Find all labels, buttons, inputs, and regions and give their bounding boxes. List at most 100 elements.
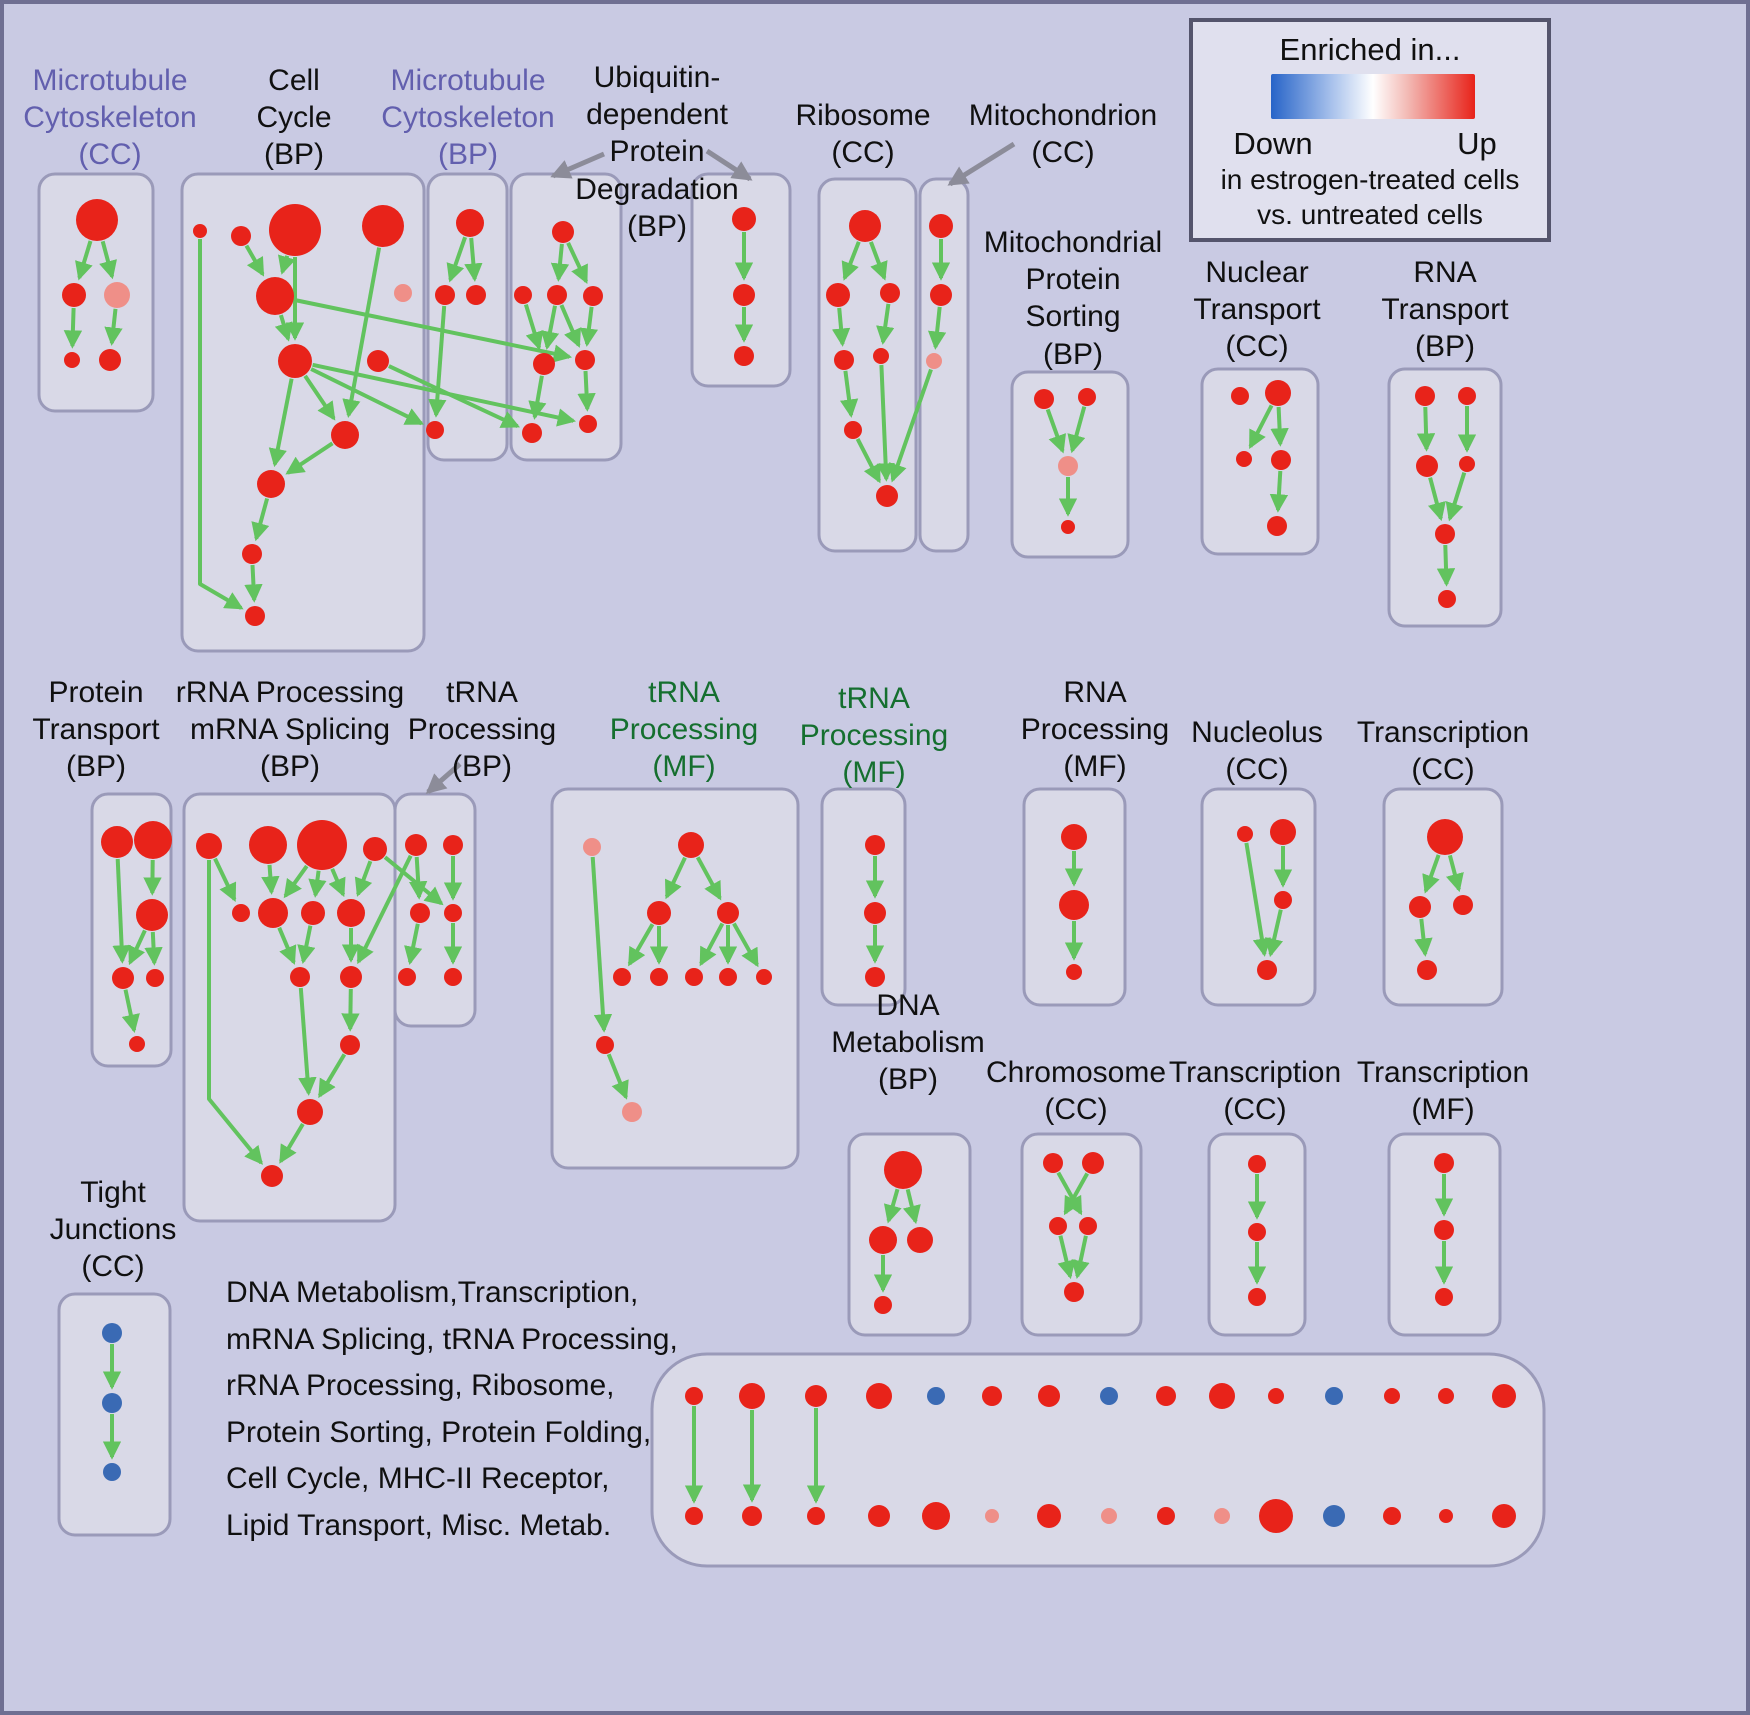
go-edge-cc5-cc7 <box>274 314 293 342</box>
label-pointer-arrow-3 <box>947 141 1016 187</box>
go-node-cc8 <box>367 350 389 372</box>
go-node-r3 <box>880 283 900 303</box>
go-node-b4 <box>444 904 462 922</box>
go-edge-p1-p3 <box>1045 408 1066 454</box>
cluster-box-trna-processing-mf-2 <box>820 787 907 1007</box>
go-edge-cc5-u6 <box>294 298 573 363</box>
go-node-y1 <box>1248 1155 1266 1173</box>
go-node-f1 <box>1061 824 1087 850</box>
go-node-b5 <box>398 968 416 986</box>
go-edge-q6-q9 <box>277 926 297 965</box>
go-node-u1 <box>552 221 574 243</box>
go-node-j1 <box>102 1323 122 1343</box>
go-node-wb8 <box>1101 1508 1117 1524</box>
go-node-h4 <box>1079 1217 1097 1235</box>
go-edge-cc11-cc12 <box>244 564 263 603</box>
go-node-cc2 <box>231 226 251 246</box>
go-edge-cc3-cc5 <box>277 254 296 275</box>
go-node-wb15 <box>1492 1504 1516 1528</box>
go-node-mc5 <box>99 349 121 371</box>
label-pointer-arrow-1 <box>550 151 605 179</box>
go-node-wb9 <box>1157 1507 1175 1525</box>
go-node-wt4 <box>866 1383 892 1409</box>
go-edge-q3-q8 <box>328 868 346 898</box>
go-node-pt4 <box>112 967 134 989</box>
go-edge-n2-n4 <box>1270 406 1289 447</box>
go-edge-r6-r7 <box>855 437 881 484</box>
go-node-cc4 <box>362 205 404 247</box>
go-edge-u5-u7 <box>528 375 547 420</box>
go-node-x3 <box>1453 895 1473 915</box>
go-node-cc3 <box>269 204 321 256</box>
go-node-wt11 <box>1268 1388 1284 1404</box>
go-node-q8 <box>337 899 365 927</box>
go-edge-q3-q7 <box>308 870 327 898</box>
go-edge-h3-h5 <box>1057 1235 1076 1280</box>
cluster-box-rrna-processing-mrna-splicing-bp <box>182 792 397 1223</box>
go-node-d2 <box>869 1226 897 1254</box>
go-edge-r1-r3 <box>869 241 888 281</box>
go-edge-cc8-u7 <box>388 364 521 429</box>
go-edge-x2-x4 <box>1414 918 1433 957</box>
go-edge-q3-q6 <box>283 864 309 899</box>
go-node-p4 <box>1061 520 1075 534</box>
label-pointer-arrow-4 <box>425 762 462 794</box>
go-node-h1 <box>1043 1153 1063 1173</box>
go-edge-cc7-cc10 <box>268 378 294 468</box>
go-network-diagram <box>37 141 1546 1568</box>
go-edge-g4-g7 <box>699 922 725 967</box>
go-edge-g2-g4 <box>695 856 722 901</box>
go-node-d3 <box>907 1227 933 1253</box>
go-node-pt6 <box>129 1036 145 1052</box>
go-node-p1 <box>1034 389 1054 409</box>
cluster-box-rna-transport-bp <box>1387 367 1503 628</box>
go-node-pt1 <box>101 826 133 858</box>
go-edge-q7-q9 <box>297 925 316 965</box>
go-node-cc9 <box>331 421 359 449</box>
legend-up-label: Up <box>1457 126 1497 161</box>
go-edge-q10-q11 <box>341 988 360 1032</box>
cluster-box-chromosome-cc <box>1020 1132 1143 1337</box>
go-edge-b1-b3 <box>408 856 428 900</box>
go-node-z2 <box>1434 1220 1454 1240</box>
go-node-wt8 <box>1100 1387 1118 1405</box>
go-node-q4 <box>363 837 387 861</box>
go-edge-cc9-cc10 <box>285 441 334 475</box>
go-node-cc11 <box>242 544 262 564</box>
cluster-box-microtubule-bp <box>426 172 509 462</box>
go-node-cc7 <box>278 344 312 378</box>
go-edge-mc2-mc4 <box>63 307 83 349</box>
go-node-n2 <box>1265 380 1291 406</box>
go-node-h2 <box>1082 1152 1104 1174</box>
go-node-u8 <box>579 415 597 433</box>
go-edge-r4-r6 <box>839 370 859 418</box>
go-edge-u3-u5 <box>540 305 560 351</box>
go-edge-g2-g3 <box>664 856 687 900</box>
go-node-u7 <box>522 423 542 443</box>
go-node-wt10 <box>1209 1383 1235 1409</box>
legend-down-label: Down <box>1233 126 1313 161</box>
go-node-j3 <box>103 1463 121 1481</box>
go-node-r1 <box>849 210 881 242</box>
go-edge-mc1-mc3 <box>99 240 117 280</box>
go-node-mt1 <box>929 214 953 238</box>
cluster-box-trna-processing-bp <box>393 792 477 1028</box>
go-node-q3 <box>297 820 347 870</box>
go-node-pt5 <box>146 969 164 987</box>
box-layer <box>37 172 1546 1568</box>
go-node-wb13 <box>1383 1507 1401 1525</box>
go-node-o2 <box>1270 819 1296 845</box>
go-edge-n4-n5 <box>1269 470 1289 513</box>
go-edge-b3-b5 <box>404 923 423 966</box>
go-node-wt2 <box>739 1383 765 1409</box>
go-edge-t5-t6 <box>1436 544 1456 587</box>
go-node-mb1 <box>456 209 484 237</box>
go-edge-pt4-pt6 <box>121 989 140 1034</box>
go-node-q13 <box>261 1165 283 1187</box>
go-edge-g1-g10 <box>590 856 613 1033</box>
go-edge-d1-d2 <box>883 1188 902 1224</box>
go-node-wb10 <box>1214 1508 1230 1524</box>
go-node-wt7 <box>1038 1385 1060 1407</box>
node-layer <box>62 199 1516 1533</box>
